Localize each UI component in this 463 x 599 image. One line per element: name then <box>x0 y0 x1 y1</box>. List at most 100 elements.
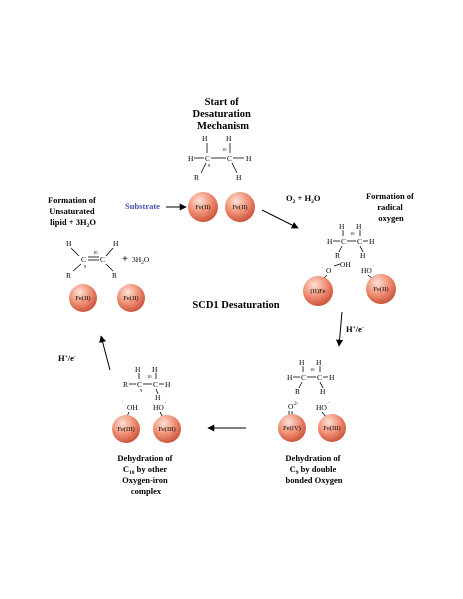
svg-text:Fe(III): Fe(III) <box>158 426 175 433</box>
plus-sign: + <box>122 254 128 265</box>
svg-text:.: . <box>322 264 324 270</box>
svg-text:H: H <box>299 358 305 367</box>
svg-text:H: H <box>152 365 158 374</box>
other-complex-molecule: R C C H H H H 9 10 <box>123 365 171 402</box>
svg-text:C: C <box>100 255 105 264</box>
svg-text:R: R <box>123 380 128 389</box>
proton-electron-arrow-right: H+/e- <box>336 311 364 347</box>
svg-text:10: 10 <box>310 367 315 372</box>
svg-text:HO: HO <box>316 403 327 412</box>
svg-text:.: . <box>328 399 330 405</box>
iron-sphere-fe2: Fe(II) <box>188 192 218 222</box>
svg-text:O: O <box>288 402 294 411</box>
svg-text:Fe(II): Fe(II) <box>373 286 388 293</box>
iron-sphere-fe2: Fe(II) <box>225 192 255 222</box>
radical-title: Formation of radical oxygen <box>366 191 416 223</box>
start-stage: Start of Desaturation Mechanism H C C H … <box>188 97 255 222</box>
h-e-label-right: H+/e- <box>346 324 364 334</box>
svg-text:10: 10 <box>350 231 355 236</box>
water-product: 3H2O <box>132 255 150 266</box>
svg-text:H: H <box>329 373 335 382</box>
svg-text:OH: OH <box>340 260 351 269</box>
svg-text:10: 10 <box>147 374 152 379</box>
svg-text:10: 10 <box>222 147 227 152</box>
svg-text:R: R <box>112 271 117 280</box>
svg-text:H: H <box>236 173 242 182</box>
svg-text:H: H <box>316 358 322 367</box>
svg-text:C: C <box>205 154 210 163</box>
double-bond-molecule: H C C H H H R H 10 <box>287 358 335 396</box>
other-oxygen-iron-stage: R C C H H H H 9 10 . OH HO . Fe(III) <box>112 365 181 496</box>
svg-text:H: H <box>202 134 208 143</box>
svg-text:H: H <box>66 239 72 248</box>
svg-text:H: H <box>356 222 362 231</box>
svg-text:HO: HO <box>153 403 164 412</box>
iron-sphere-fe2: (II)Fe <box>303 276 333 306</box>
svg-text:H: H <box>155 393 161 402</box>
svg-text:H: H <box>165 380 171 389</box>
svg-text:R: R <box>66 271 71 280</box>
svg-text:Fe(II): Fe(II) <box>232 204 247 211</box>
svg-text:R: R <box>295 387 300 396</box>
svg-text:C: C <box>357 237 362 246</box>
svg-text:Fe(III): Fe(III) <box>117 426 134 433</box>
svg-text:H: H <box>135 365 141 374</box>
svg-text:Fe(II): Fe(II) <box>195 204 210 211</box>
svg-text:C: C <box>227 154 232 163</box>
svg-text:R: R <box>335 251 340 260</box>
svg-text:C: C <box>301 373 306 382</box>
substrate-label: Substrate <box>125 201 160 211</box>
svg-text:H: H <box>113 239 119 248</box>
svg-text:O: O <box>326 266 332 275</box>
svg-text:Fe(IV): Fe(IV) <box>283 425 301 432</box>
svg-text:Fe(II): Fe(II) <box>123 295 138 302</box>
iron-sphere-fe4: Fe(IV) <box>278 414 306 442</box>
radical-oxygen-group: OH O . HO . <box>319 260 375 283</box>
svg-text:H: H <box>287 373 293 382</box>
svg-text:9: 9 <box>140 388 143 393</box>
unsaturated-lipid-molecule: H C C H R R 9 10 <box>66 239 119 280</box>
unsaturated-title: Formation of Unsaturated lipid + 3H2O <box>48 195 98 229</box>
svg-text:C: C <box>341 237 346 246</box>
svg-text:OH: OH <box>127 403 138 412</box>
iron-sphere-fe3: Fe(III) <box>318 414 346 442</box>
svg-text:H: H <box>320 387 326 396</box>
radical-molecule: H C C H H H R H 10 <box>327 222 375 260</box>
svg-text:R: R <box>194 173 199 182</box>
svg-text:H: H <box>226 134 232 143</box>
svg-text:.: . <box>122 398 124 404</box>
iron-sphere-fe2: Fe(II) <box>69 284 97 312</box>
svg-text:H: H <box>327 237 333 246</box>
svg-text:H: H <box>246 154 252 163</box>
svg-text:9: 9 <box>208 163 211 168</box>
double-bond-title: Dehydration of C9 by double bonded Oxyge… <box>285 453 342 485</box>
svg-text:.: . <box>373 262 375 268</box>
svg-text:C: C <box>153 380 158 389</box>
proton-electron-arrow-left: H+/e- <box>58 335 111 371</box>
iron-sphere-fe3: Fe(III) <box>112 415 140 443</box>
svg-text:H: H <box>369 237 375 246</box>
svg-text:C: C <box>137 380 142 389</box>
h-e-label-left: H+/e- <box>58 353 76 363</box>
oxygen-arrow: O2 + H2O <box>261 193 321 229</box>
iron-sphere-fe2: Fe(II) <box>117 284 145 312</box>
svg-text:C: C <box>317 373 322 382</box>
svg-text:C: C <box>81 255 86 264</box>
start-title: Start of Desaturation Mechanism <box>193 97 254 132</box>
iron-sphere-fe2: Fe(II) <box>366 274 396 304</box>
svg-text:HO: HO <box>361 266 372 275</box>
svg-text:H: H <box>188 154 194 163</box>
iron-sphere-fe3: Fe(III) <box>153 415 181 443</box>
o2-h2o-label: O2 + H2O <box>286 193 321 205</box>
svg-text:10: 10 <box>93 250 98 255</box>
unsaturated-lipid-stage: Formation of Unsaturated lipid + 3H2O H … <box>48 195 150 312</box>
other-complex-title: Dehydration of C10 by other Oxygen-iron … <box>117 453 174 496</box>
substrate-arrow: Substrate <box>125 201 187 211</box>
radical-oxygen-stage: Formation of radical oxygen H C C H H H … <box>303 191 416 306</box>
svg-text:H: H <box>339 222 345 231</box>
start-substrate-molecule: H C C H H H R H 9 10 <box>188 134 252 182</box>
svg-text:H: H <box>360 251 366 260</box>
double-bond-oxygen-stage: H C C H H H R H 10 O 2- HO . <box>278 358 346 485</box>
svg-text:.: . <box>165 399 167 405</box>
